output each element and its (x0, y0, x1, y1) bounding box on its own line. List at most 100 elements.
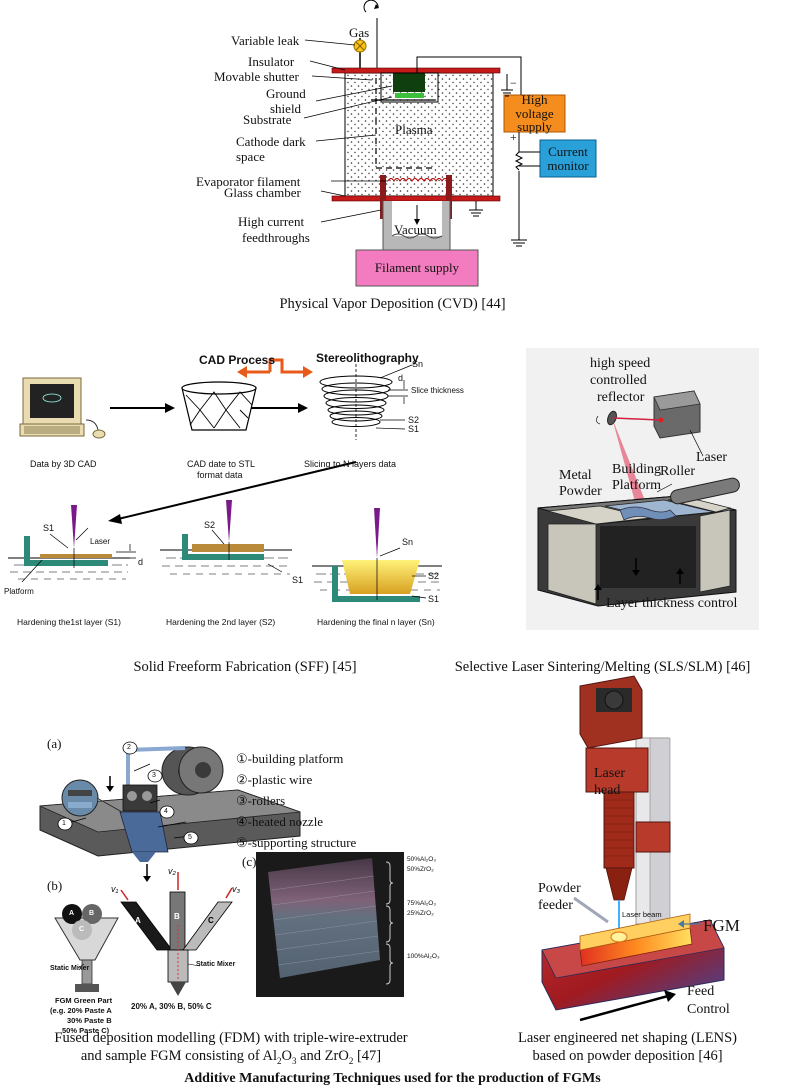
reflector-label-2: controlled (590, 373, 647, 388)
insulator-label: Insulator (248, 54, 295, 69)
hardening-3-label: Hardening the final n layer (Sn) (317, 617, 435, 627)
cathode-space-label: space (236, 149, 265, 164)
plasma-label: Plasma (395, 122, 433, 137)
building-label: Building (612, 462, 662, 477)
format-data-label: format data (197, 470, 243, 480)
filament-supply-text: Filament supply (374, 260, 460, 276)
photo-label-1a: 50%Al₂O₃ (407, 856, 437, 863)
panel1-s1-label: S1 (43, 523, 55, 533)
sff-hardening-1 (8, 505, 136, 583)
sn-label: Sn (412, 359, 424, 369)
static-mixer-label: Static Mixer (50, 965, 90, 972)
green-part-3: 30% Paste B (67, 1016, 112, 1025)
evaporator-label: Evaporator filament (196, 174, 301, 189)
pvd-caption: Physical Vapor Deposition (CVD) [44] (279, 296, 506, 312)
fdm-panel-a-label: (a) (47, 736, 62, 751)
lens-caption-2: based on powder deposition [46] (532, 1048, 723, 1064)
panel2-s1-label: S1 (292, 575, 304, 585)
platform-label: Platform (4, 587, 34, 596)
photo-label-2a: 75%Al₂O₃ (407, 900, 437, 907)
sff-drawing (8, 358, 442, 602)
panel3-s1-label: S1 (428, 594, 440, 604)
sls-drawing (526, 348, 759, 630)
lens-drawing (541, 675, 725, 1022)
mix-b: B (89, 910, 95, 917)
feedthrough-right (446, 175, 452, 219)
panel3-sn-label: Sn (402, 537, 414, 547)
mix-c: C (79, 926, 85, 933)
fgm-label: FGM (703, 916, 740, 935)
laser-beam-label: Laser beam (622, 910, 662, 919)
slice-thickness-label: Slice thickness (411, 386, 464, 395)
green-part-4: 50% Paste C) (62, 1026, 110, 1035)
green-part-2: (e.g. 20% Paste A (50, 1006, 112, 1015)
powder-feeder-label-1: Powder (538, 881, 581, 896)
fdm-legend-3: ③-rollers (236, 793, 286, 808)
cap2-c: and ZrO (296, 1048, 349, 1064)
pvd-drawing (303, 0, 597, 287)
sff-hardening-2 (160, 500, 292, 575)
hv-line-2: voltage (515, 105, 554, 121)
gas-label: Gas (349, 25, 370, 40)
cm-line-2: monitor (547, 157, 589, 173)
fdm-caption-2: and sample FGM consisting of Al2O3 and Z… (80, 1048, 382, 1066)
fdm-legend-1: ①-building platform (236, 751, 344, 766)
feed-label: Feed (687, 984, 715, 999)
high-voltage-supply-box (503, 94, 566, 133)
d-label: d (398, 373, 404, 383)
substrate-label: Substrate (243, 112, 292, 127)
figure-footer-title: Additive Manufacturing Techniques used f… (184, 1071, 601, 1086)
hv-line-3: supply (517, 119, 552, 135)
high-current-label: High current (238, 214, 305, 229)
metal-label: Metal (559, 468, 592, 483)
static-mixer-2-label: Static Mixer (196, 961, 236, 968)
arm-c-label: C (208, 916, 214, 925)
data-3d-cad-label: Data by 3D CAD (30, 459, 97, 469)
current-monitor-text: Current monitor (540, 140, 596, 177)
reflector-label-3: reflector (597, 390, 645, 405)
cap2-b: O (281, 1048, 292, 1064)
powder-label: Powder (559, 484, 602, 499)
fdm-legend-4: ④-heated nozzle (236, 814, 324, 829)
powder-feeder-tube (573, 896, 609, 924)
movable-shutter-label: Movable shutter (214, 69, 299, 84)
panel1-laser-label: Laser (90, 537, 111, 546)
cap2-a: and sample FGM consisting of Al (80, 1048, 278, 1064)
fdm-legend-5: ⑤-supporting structure (236, 835, 357, 850)
fdm-legend-2: ②-plastic wire (236, 772, 313, 787)
hardening-1-label: Hardening the1st layer (S1) (17, 617, 121, 627)
roller-icon (670, 477, 740, 505)
glass-chamber-label: Glass chamber (224, 185, 301, 200)
laser-head-label-1: Laser (594, 766, 626, 781)
fdm-panel-b-label: (b) (47, 878, 63, 893)
lens-caption-1: Laser engineered net shaping (LENS) (517, 1030, 738, 1046)
feedthrough-left (380, 175, 386, 219)
sff-hardening-3 (312, 508, 442, 602)
variable-leak-label: Variable leak (231, 33, 300, 48)
fdm-n5: 5 (188, 834, 192, 841)
laser-head-label-2: head (594, 783, 621, 798)
slicing-label: Slicing to N layers data (304, 459, 397, 469)
photo-label-1b: 50%ZrO₂ (407, 866, 434, 873)
green-part-1: FGM Green Part (55, 996, 113, 1005)
fdm-drawing (39, 741, 404, 997)
fdm-n4: 4 (164, 808, 168, 815)
s2-label: S2 (408, 415, 420, 425)
ground-label: Ground (266, 86, 306, 101)
substrate-holder (393, 73, 425, 92)
rotation-arrow-icon (363, 0, 379, 13)
hardening-2-label: Hardening the 2nd layer (S2) (166, 617, 276, 627)
fdm-caption-1: Fused deposition modelling (FDM) with tr… (54, 1030, 408, 1046)
hv-line-1: High (521, 92, 548, 108)
arm-b-label: B (174, 912, 180, 921)
layer-thickness-label: Layer thickness control (606, 596, 738, 611)
sls-laser-label: Laser (696, 450, 728, 465)
panel2-s2-label: S2 (204, 520, 216, 530)
ratio-label: 20% A, 30% B, 50% C (131, 1002, 212, 1011)
hv-supply-text: High voltage supply (504, 92, 565, 135)
roller-label: Roller (660, 464, 695, 479)
fdm-n1: 1 (62, 820, 66, 827)
fdm-panel-c-label: (c) (242, 854, 257, 869)
minus-sign: − (510, 76, 517, 90)
stereolithography-label: Stereolithography (316, 351, 419, 365)
